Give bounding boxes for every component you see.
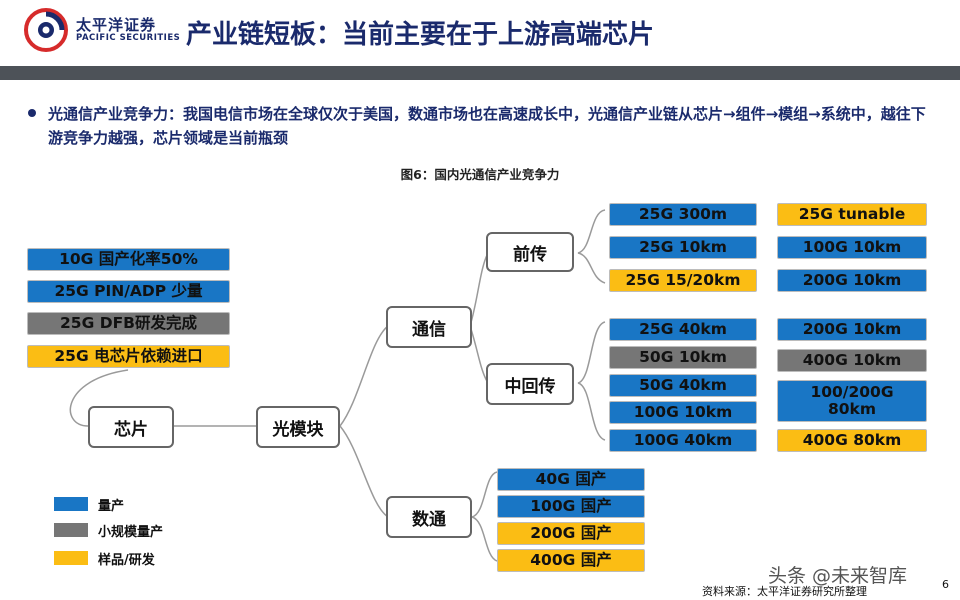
datacom-product: 100G 国产 [497,495,645,518]
legend-swatch-sample [54,551,88,565]
watermark: 头条 @未来智库 [768,565,908,587]
node-midhaul: 中回传 [486,363,574,405]
page-number: 6 [942,578,949,591]
fronthaul-product: 25G tunable [777,203,927,226]
node-telecom: 通信 [386,306,472,348]
brand-name-cn: 太平洋证券 [76,16,157,34]
midhaul-product: 50G 40km [609,374,757,397]
slide-title: 产业链短板：当前主要在于上游高端芯片 [186,20,655,50]
node-chip: 芯片 [88,406,174,448]
legend-swatch-mass-production [54,497,88,511]
node-fronthaul: 前传 [486,232,574,272]
bullet-text: 光通信产业竞争力：我国电信市场在全球仅次于美国，数通市场也在高速成长中，光通信产… [48,105,926,147]
midhaul-product: 50G 10km [609,346,757,369]
brand-name-en: PACIFIC SECURITIES [76,33,181,43]
chip-status-item: 10G 国产化率50% [27,248,230,271]
midhaul-product: 100G 40km [609,429,757,452]
legend-label: 量产 [98,499,125,514]
bullet-dot-icon [28,109,36,117]
midhaul-product: 100G 10km [609,401,757,424]
midhaul-product: 200G 10km [777,318,927,341]
legend-label: 小规模量产 [98,525,164,540]
legend-swatch-small-scale [54,523,88,537]
midhaul-product: 25G 40km [609,318,757,341]
chip-status-item: 25G PIN/ADP 少量 [27,280,230,303]
datacom-product: 40G 国产 [497,468,645,491]
legend-label: 样品/研发 [98,553,155,568]
datacom-product: 400G 国产 [497,549,645,572]
fronthaul-product: 25G 300m [609,203,757,226]
midhaul-product: 400G 10km [777,349,927,372]
fronthaul-product: 25G 15/20km [609,269,757,292]
datacom-product: 200G 国产 [497,522,645,545]
node-datacom: 数通 [386,496,472,538]
node-optical-module: 光模块 [256,406,340,448]
midhaul-product: 100/200G 80km [777,380,927,422]
fronthaul-product: 200G 10km [777,269,927,292]
fronthaul-product: 100G 10km [777,236,927,259]
midhaul-product: 400G 80km [777,429,927,452]
source-note: 资料来源：太平洋证券研究所整理 [702,585,867,598]
chip-status-item: 25G 电芯片依赖进口 [27,345,230,368]
company-logo-icon [24,8,68,52]
chip-status-item: 25G DFB研发完成 [27,312,230,335]
header-divider-bar [0,66,960,80]
fronthaul-product: 25G 10km [609,236,757,259]
figure-caption: 图6：国内光通信产业竞争力 [400,167,560,182]
